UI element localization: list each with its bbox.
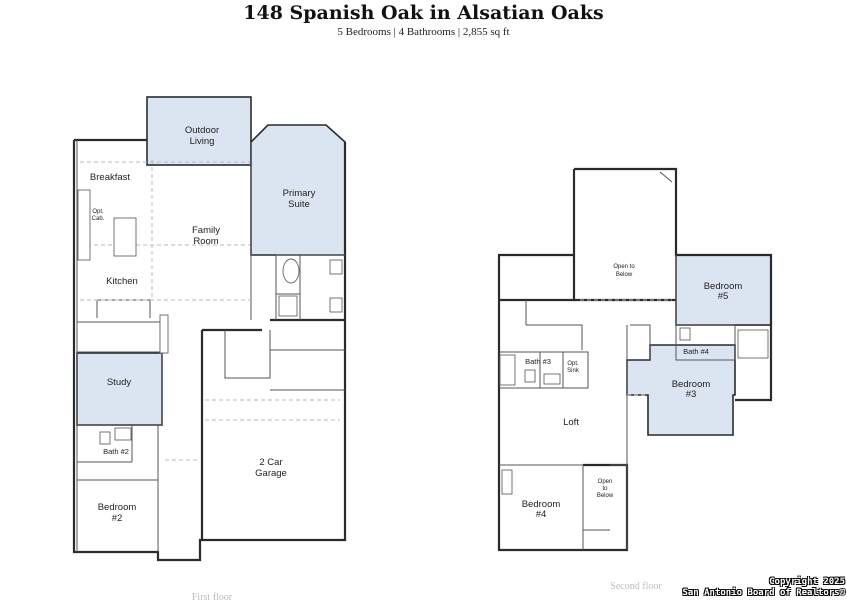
first-floor-caption: First floor — [192, 592, 233, 600]
bedroom5-area — [675, 254, 772, 326]
bedroom3-label: Bedroom#3 — [672, 379, 711, 400]
outdoor-living-area — [146, 96, 252, 166]
primary-sink-2 — [329, 297, 343, 313]
copyright-line-1: Copyright 2025 — [769, 577, 845, 587]
bedroom3-area — [626, 344, 736, 436]
study-area — [76, 352, 163, 426]
shower — [278, 295, 298, 317]
copyright-line-2: San Antonio Board of Realtors® — [682, 588, 845, 598]
copyright-watermark: Copyright 2025 San Antonio Board of Real… — [682, 577, 845, 599]
opt-sink-label: Opt.Sink — [567, 361, 580, 374]
bath3-label: Bath #3 — [525, 357, 551, 366]
bath3-tub — [499, 354, 516, 386]
bedroom5-label: Bedroom#5 — [704, 281, 743, 302]
breakfast-label: Breakfast — [90, 172, 130, 183]
study-label: Study — [107, 377, 132, 388]
kitchen-island — [113, 217, 137, 257]
loft-label: Loft — [563, 417, 579, 428]
opt-cab-label: Opt.Cab. — [92, 209, 105, 222]
kitchen-counter — [77, 189, 91, 261]
primary-sink-1 — [329, 259, 343, 275]
page-title: 148 Spanish Oak in Alsatian Oaks — [243, 2, 604, 24]
stairs — [159, 314, 169, 354]
bedroom4-label: Bedroom#4 — [522, 499, 561, 520]
bath4-shower — [737, 329, 769, 359]
bath3-toilet — [524, 369, 536, 383]
bedroom2-label: Bedroom#2 — [98, 502, 137, 524]
bath2-toilet — [99, 431, 111, 445]
bath3-sink — [543, 373, 561, 385]
bath4-toilet — [679, 327, 691, 341]
second-floor-caption: Second floor — [610, 581, 662, 592]
bathtub — [282, 258, 300, 284]
loft-cabinet — [501, 469, 513, 495]
kitchen-label: Kitchen — [106, 276, 138, 287]
bath2-sink — [114, 427, 132, 441]
bath4-label: Bath #4 — [683, 347, 709, 356]
bath2-label: Bath #2 — [103, 447, 129, 456]
page-subtitle: 5 Bedrooms | 4 Bathrooms | 2,855 sq ft — [337, 26, 510, 38]
